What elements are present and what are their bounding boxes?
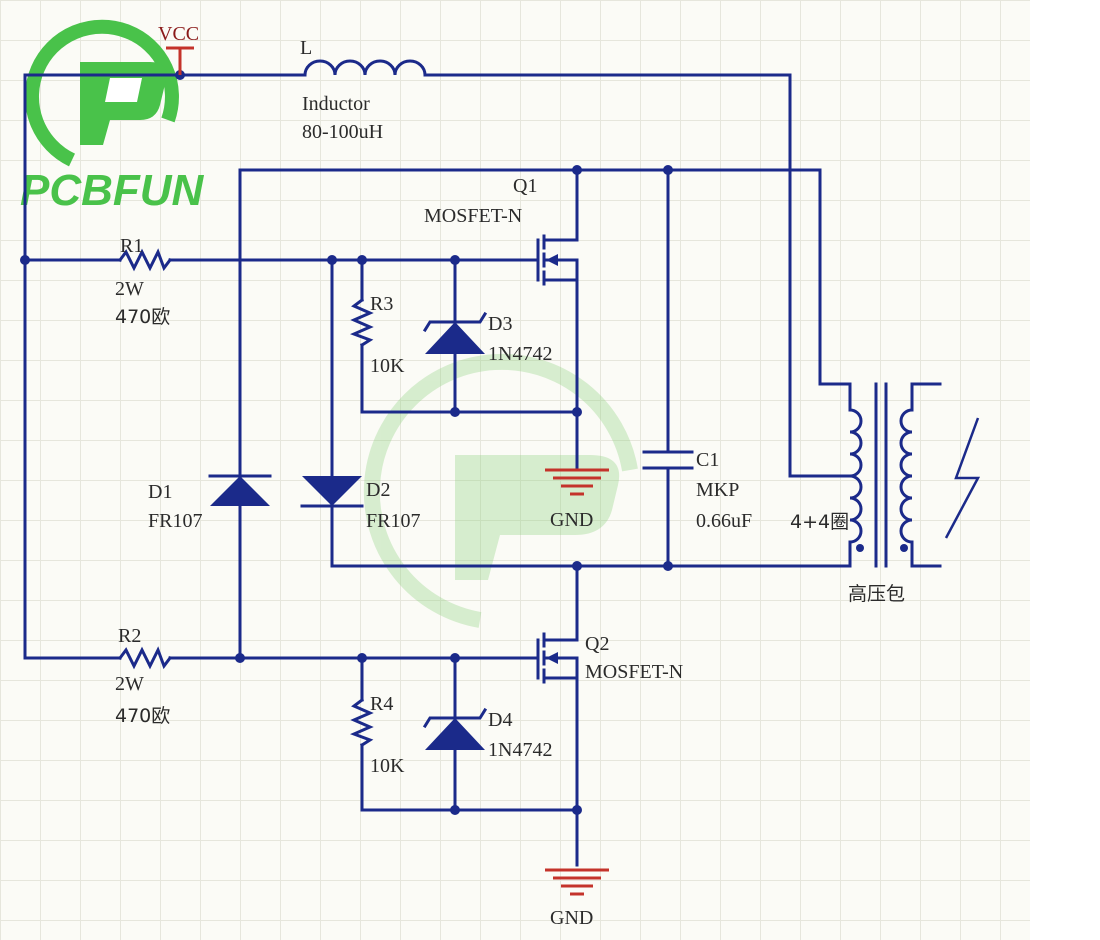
page-margin [1030, 0, 1100, 940]
watermark-logo [363, 353, 638, 628]
logo-text: PCBFUN [20, 166, 205, 215]
ground-symbol-top: GND [545, 468, 609, 531]
gnd-bottom-label: GND [550, 907, 593, 929]
q2-type: MOSFET-N [585, 661, 683, 683]
c1-ref: C1 [696, 449, 719, 471]
r2-value: 470欧 [115, 705, 170, 727]
q1-type: MOSFET-N [424, 205, 522, 227]
d2-part: FR107 [366, 510, 420, 532]
diode-d2: D2 FR107 [300, 476, 420, 532]
d2-ref: D2 [366, 479, 390, 501]
transformer-symbol: 4+4圈 高压包 [790, 382, 981, 605]
r3-ref: R3 [370, 293, 393, 315]
r4-value: 10K [370, 755, 405, 777]
gnd-top-label: GND [550, 509, 593, 531]
d1-part: FR107 [148, 510, 202, 532]
vcc-label: VCC [158, 23, 199, 45]
d4-ref: D4 [488, 709, 512, 731]
d1-ref: D1 [148, 481, 172, 503]
inductor-name: Inductor [302, 93, 370, 115]
c1-value: 0.66uF [696, 510, 752, 532]
mosfet-q2: Q2 MOSFET-N [536, 632, 683, 684]
pcbfun-logo: PCBFUN [20, 19, 205, 215]
spark-gap-icon [944, 417, 981, 539]
zener-d4: D4 1N4742 [422, 707, 552, 761]
mosfet-q1: Q1 MOSFET-N [424, 175, 579, 286]
resistor-r2: R2 2W 470欧 [115, 625, 173, 727]
inductor-value: 80-100uH [302, 121, 383, 143]
resistor-r4: R4 10K [350, 693, 405, 777]
r2-power: 2W [115, 673, 144, 695]
zener-d3: D3 1N4742 [422, 311, 552, 365]
d3-part: 1N4742 [488, 343, 552, 365]
resistor-r1: R1 2W 470欧 [115, 235, 173, 328]
ground-symbol-bottom: GND [545, 868, 609, 929]
r1-value: 470欧 [115, 306, 170, 328]
inductor-ref: L [300, 37, 312, 59]
r4-ref: R4 [370, 693, 393, 715]
resistor-r3: R3 10K [350, 293, 405, 377]
q1-ref: Q1 [513, 175, 537, 197]
capacitor-c1: C1 MKP 0.66uF [642, 449, 752, 532]
inductor-symbol: L Inductor 80-100uH [300, 37, 427, 143]
r3-value: 10K [370, 355, 405, 377]
q2-ref: Q2 [585, 633, 609, 655]
r2-ref: R2 [118, 625, 141, 647]
d4-part: 1N4742 [488, 739, 552, 761]
d3-ref: D3 [488, 313, 512, 335]
junction-dots [20, 70, 673, 815]
vcc-symbol: VCC [158, 23, 199, 75]
r1-power: 2W [115, 278, 144, 300]
diode-d1: D1 FR107 [148, 474, 272, 532]
r1-ref: R1 [120, 235, 143, 257]
transformer-turns: 4+4圈 [790, 511, 849, 533]
c1-type: MKP [696, 479, 739, 501]
transformer-name: 高压包 [848, 583, 905, 605]
